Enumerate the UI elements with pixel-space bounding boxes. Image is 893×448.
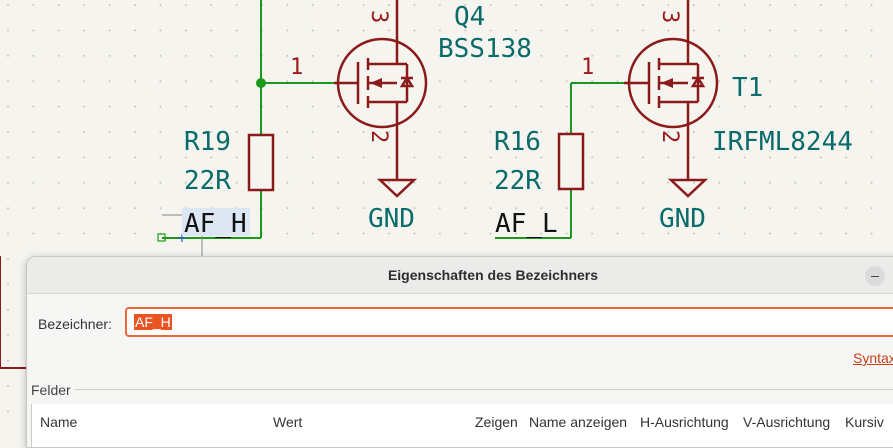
r16-value: 22R xyxy=(494,166,541,196)
q4-pin-1: 1 xyxy=(290,55,303,80)
af-h-selection-highlight xyxy=(182,208,250,236)
r16-reference: R16 xyxy=(494,127,541,157)
transistor-t1[interactable] xyxy=(624,0,719,180)
column-header-show-name[interactable]: Name anzeigen xyxy=(529,414,628,430)
q4-pin-3: 3 xyxy=(366,10,391,23)
minimize-icon xyxy=(871,276,879,277)
net-label-af-h[interactable]: AF_H xyxy=(184,209,247,239)
label-field-label: Bezeichner: xyxy=(38,316,112,332)
column-header-value[interactable]: Wert xyxy=(273,414,303,430)
t1-gnd-label: GND xyxy=(659,204,706,234)
fields-group-title: Felder xyxy=(31,382,75,398)
q4-value: BSS138 xyxy=(438,34,532,64)
r19-reference: R19 xyxy=(184,127,231,157)
resistor-r19[interactable] xyxy=(247,133,275,192)
label-text-input[interactable]: AF_H xyxy=(125,307,893,337)
label-properties-dialog: Eigenschaften des Bezeichners Bezeichner… xyxy=(26,256,893,448)
t1-pin-1: 1 xyxy=(581,55,594,80)
column-header-v-align[interactable]: V-Ausrichtung xyxy=(743,414,831,430)
net-label-af-l[interactable]: AF_L xyxy=(495,209,558,239)
t1-pin-3: 3 xyxy=(657,10,682,23)
t1-reference: T1 xyxy=(732,73,763,103)
transistor-q4[interactable] xyxy=(334,0,428,180)
label-text-value: AF_H xyxy=(134,314,172,330)
r19-value: 22R xyxy=(184,166,231,196)
t1-pin-2: 2 xyxy=(657,130,682,143)
q4-reference: Q4 xyxy=(454,2,485,32)
junction-dot xyxy=(256,78,266,88)
dialog-title: Eigenschaften des Bezeichners xyxy=(387,267,599,283)
column-header-show[interactable]: Zeigen xyxy=(475,414,518,430)
q4-pin-2: 2 xyxy=(366,130,391,143)
label-anchor xyxy=(157,233,166,242)
fields-grid[interactable]: Name Wert Zeigen Name anzeigen H-Ausrich… xyxy=(31,404,893,447)
dialog-titlebar[interactable]: Eigenschaften des Bezeichners xyxy=(27,257,893,294)
resistor-r16[interactable] xyxy=(557,132,585,191)
column-header-italic[interactable]: Kursiv xyxy=(845,414,884,430)
t1-value: IRFML8244 xyxy=(712,127,853,157)
syntax-help-link[interactable]: Syntax xyxy=(853,350,893,366)
column-header-h-align[interactable]: H-Ausrichtung xyxy=(640,414,729,430)
column-header-name[interactable]: Name xyxy=(40,414,78,430)
gnd-symbol-t1 xyxy=(667,178,709,198)
q4-gnd-label: GND xyxy=(368,204,415,234)
fields-group: Felder Name Wert Zeigen Name anzeigen H-… xyxy=(31,382,893,447)
minimize-button[interactable] xyxy=(865,266,885,286)
gnd-symbol-q4 xyxy=(376,178,418,198)
